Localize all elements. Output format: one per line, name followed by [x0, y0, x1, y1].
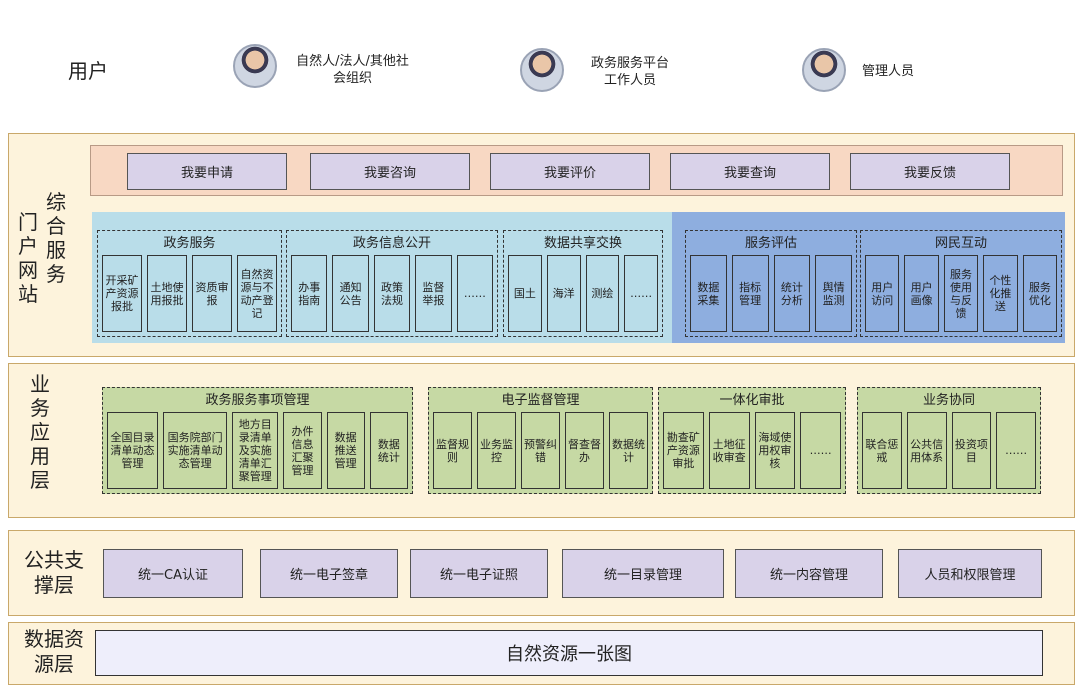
- module-cell[interactable]: 用户画像: [904, 255, 939, 332]
- module-cell[interactable]: 用户访问: [865, 255, 900, 332]
- support-service[interactable]: 人员和权限管理: [898, 549, 1042, 598]
- module-cell[interactable]: ……: [456, 255, 494, 332]
- module-cell[interactable]: 联合惩戒: [862, 412, 902, 489]
- module-cell[interactable]: 资质审报: [192, 255, 232, 332]
- module-cell[interactable]: 服务优化: [1022, 255, 1058, 332]
- group-cells: 勘查矿产资源审批土地征收审查海域使用权审核……: [663, 412, 841, 489]
- module-cell[interactable]: 公共信用体系: [906, 412, 947, 489]
- portal-label-b: 综合服务: [46, 190, 66, 286]
- support-service[interactable]: 统一电子证照: [410, 549, 548, 598]
- module-cell[interactable]: ……: [624, 255, 658, 332]
- group-title: 业务协同: [922, 393, 975, 408]
- group-title: 数据共享交换: [543, 236, 622, 251]
- module-cell[interactable]: 投资项目: [951, 412, 992, 489]
- module-cell[interactable]: 个性化推送: [983, 255, 1018, 332]
- module-cell[interactable]: 勘查矿产资源审批: [663, 412, 704, 489]
- module-cell[interactable]: 办事指南: [291, 255, 328, 332]
- module-group: 电子监督管理监督规则业务监控预警纠错督查督办数据统计: [428, 387, 653, 494]
- group-title: 政务服务事项管理: [205, 393, 310, 408]
- module-group: 网民互动用户访问用户画像服务使用与反馈个性化推送服务优化: [860, 230, 1062, 337]
- module-group: 一体化审批勘查矿产资源审批土地征收审查海域使用权审核……: [658, 387, 846, 494]
- role-staff: 政务服务平台工作人员: [590, 56, 669, 88]
- group-cells: 数据采集指标管理统计分析舆情监测: [690, 255, 852, 332]
- module-cell[interactable]: ……: [800, 412, 841, 489]
- module-cell[interactable]: 测绘: [585, 255, 620, 332]
- module-cell[interactable]: 自然资源与不动产登记: [237, 255, 277, 332]
- role-admin: 管理人员: [862, 64, 915, 79]
- group-title: 电子监督管理: [501, 393, 580, 408]
- group-cells: 开采矿产资源报批土地使用报批资质审报自然资源与不动产登记: [102, 255, 277, 332]
- users-label: 用户: [68, 59, 108, 83]
- data-layer-label: 数据资源层: [24, 627, 84, 676]
- module-group: 政务信息公开办事指南通知公告政策法规监督举报……: [286, 230, 498, 337]
- portal-label-a: 门户网站: [18, 210, 38, 306]
- person-avatar-icon: [520, 48, 564, 92]
- group-title: 服务评估: [744, 236, 797, 251]
- module-group: 政务服务开采矿产资源报批土地使用报批资质审报自然资源与不动产登记: [97, 230, 282, 337]
- group-cells: 联合惩戒公共信用体系投资项目……: [862, 412, 1036, 489]
- module-cell[interactable]: 督查督办: [565, 412, 604, 489]
- module-cell[interactable]: 指标管理: [731, 255, 769, 332]
- action-button[interactable]: 我要咨询: [310, 153, 470, 190]
- group-title: 网民互动: [934, 236, 987, 251]
- support-service[interactable]: 统一CA认证: [103, 549, 243, 598]
- natural-resources-map: 自然资源一张图: [95, 630, 1043, 676]
- module-cell[interactable]: 海域使用权审核: [754, 412, 796, 489]
- module-cell[interactable]: 服务使用与反馈: [943, 255, 979, 332]
- module-cell[interactable]: 监督规则: [433, 412, 472, 489]
- module-group: 政务服务事项管理全国目录清单动态管理国务院部门实施清单动态管理地方目录清单及实施…: [102, 387, 413, 494]
- action-button[interactable]: 我要反馈: [850, 153, 1010, 190]
- module-cell[interactable]: ……: [996, 412, 1036, 489]
- support-service[interactable]: 统一电子签章: [260, 549, 398, 598]
- action-button[interactable]: 我要查询: [670, 153, 830, 190]
- module-cell[interactable]: 国土: [508, 255, 542, 332]
- module-cell[interactable]: 政策法规: [373, 255, 411, 332]
- module-cell[interactable]: 数据推送管理: [326, 412, 365, 489]
- support-label: 公共支撑层: [24, 548, 84, 597]
- module-cell[interactable]: 土地使用报批: [147, 255, 187, 332]
- module-cell[interactable]: 数据统计: [609, 412, 648, 489]
- group-cells: 用户访问用户画像服务使用与反馈个性化推送服务优化: [865, 255, 1058, 332]
- group-cells: 办事指南通知公告政策法规监督举报……: [291, 255, 494, 332]
- group-cells: 国土海洋测绘……: [508, 255, 658, 332]
- module-cell[interactable]: 国务院部门实施清单动态管理: [163, 412, 228, 489]
- module-cell[interactable]: 通知公告: [332, 255, 369, 332]
- module-cell[interactable]: 开采矿产资源报批: [102, 255, 142, 332]
- group-title: 一体化审批: [719, 393, 785, 408]
- group-title: 政务信息公开: [352, 236, 431, 251]
- module-cell[interactable]: 全国目录清单动态管理: [107, 412, 159, 489]
- module-cell[interactable]: 海洋: [546, 255, 581, 332]
- module-group: 服务评估数据采集指标管理统计分析舆情监测: [685, 230, 857, 337]
- business-label: 业务应用层: [30, 372, 50, 492]
- module-cell[interactable]: 办件信息汇聚管理: [283, 412, 322, 489]
- module-cell[interactable]: 土地征收审查: [708, 412, 750, 489]
- module-group: 业务协同联合惩戒公共信用体系投资项目……: [857, 387, 1041, 494]
- module-cell[interactable]: 预警纠错: [521, 412, 560, 489]
- action-button[interactable]: 我要评价: [490, 153, 650, 190]
- support-service[interactable]: 统一内容管理: [735, 549, 883, 598]
- action-button[interactable]: 我要申请: [127, 153, 287, 190]
- support-service[interactable]: 统一目录管理: [562, 549, 724, 598]
- module-cell[interactable]: 地方目录清单及实施清单汇聚管理: [232, 412, 279, 489]
- group-title: 政务服务: [163, 236, 216, 251]
- group-cells: 监督规则业务监控预警纠错督查督办数据统计: [433, 412, 648, 489]
- module-cell[interactable]: 统计分析: [773, 255, 811, 332]
- person-avatar-icon: [233, 44, 277, 88]
- module-cell[interactable]: 数据统计: [369, 412, 408, 489]
- module-cell[interactable]: 舆情监测: [815, 255, 852, 332]
- person-avatar-icon: [802, 48, 846, 92]
- group-cells: 全国目录清单动态管理国务院部门实施清单动态管理地方目录清单及实施清单汇聚管理办件…: [107, 412, 408, 489]
- module-cell[interactable]: 业务监控: [477, 412, 516, 489]
- module-cell[interactable]: 监督举报: [415, 255, 452, 332]
- module-group: 数据共享交换国土海洋测绘……: [503, 230, 663, 337]
- module-cell[interactable]: 数据采集: [690, 255, 727, 332]
- role-public: 自然人/法人/其他社会组织: [296, 54, 409, 86]
